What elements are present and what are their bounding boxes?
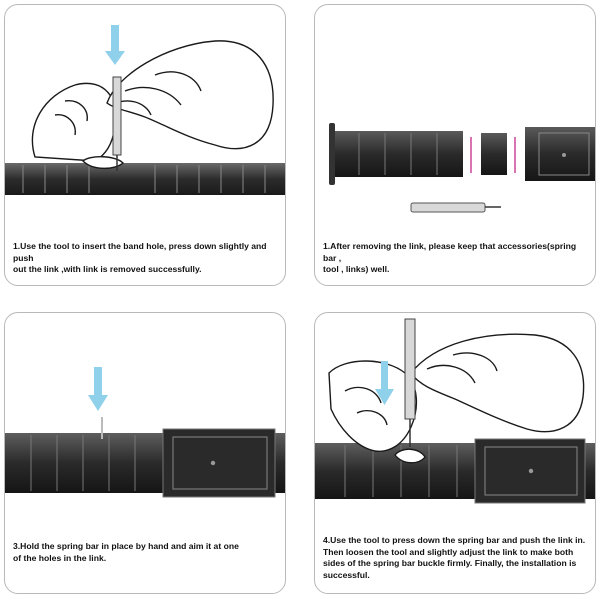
step-4-caption: 4.Use the tool to press down the spring … [323, 535, 586, 580]
down-arrow-icon [375, 361, 394, 405]
step-3-caption: 3.Hold the spring bar in place by hand a… [13, 541, 239, 563]
band-clasp-segment [525, 127, 595, 181]
removal-tool [410, 202, 501, 213]
step-3-illustration [5, 367, 285, 498]
step-4-panel: 4.Use the tool to press down the spring … [314, 312, 596, 594]
step-1-panel: 1.Use the tool to insert the band hole, … [4, 4, 286, 286]
step-1-illustration [5, 25, 285, 195]
removal-tool [112, 76, 122, 171]
band-clasp [474, 438, 586, 504]
band-segment-left [335, 131, 463, 177]
band-clasp [162, 428, 276, 498]
step-2-caption: 1.After removing the link, please keep t… [323, 241, 577, 274]
watch-band [5, 163, 285, 195]
hands-line-art [31, 40, 274, 170]
removed-link [481, 133, 507, 175]
installation-tool [404, 318, 416, 447]
step-4-illustration [315, 318, 595, 504]
down-arrow-icon [88, 367, 108, 411]
step-2-panel: 1.After removing the link, please keep t… [314, 4, 596, 286]
hands-line-art [328, 333, 585, 464]
down-arrow-icon [105, 25, 125, 65]
step-3-panel: 3.Hold the spring bar in place by hand a… [4, 312, 286, 594]
step-1-caption: 1.Use the tool to insert the band hole, … [13, 241, 267, 274]
step-2-illustration [329, 123, 595, 213]
band-connector [329, 123, 335, 185]
